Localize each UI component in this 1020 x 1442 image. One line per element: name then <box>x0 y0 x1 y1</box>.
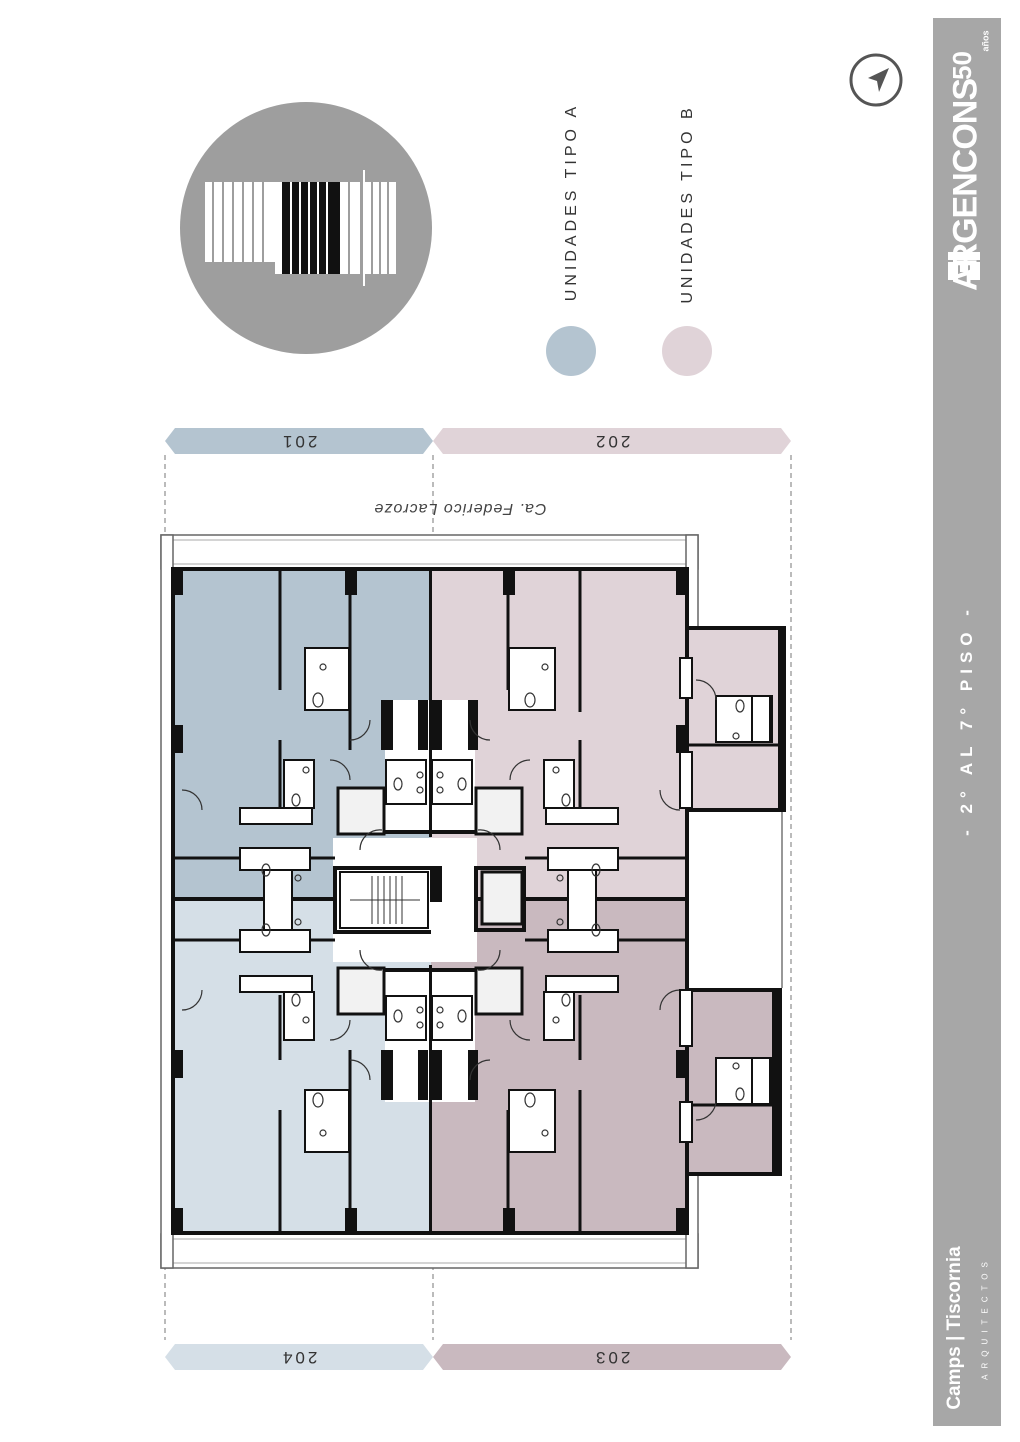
brand-building-icon <box>948 252 980 280</box>
legend-tipo-a-swatch <box>546 326 596 376</box>
key-plan <box>180 102 432 354</box>
unit-tag-202: 202 <box>433 428 791 454</box>
unit-tag-201: 201 <box>165 428 433 454</box>
legend-tipo-b-swatch <box>662 326 712 376</box>
north-arrow-icon <box>849 53 903 107</box>
unit-tag-204: 204 <box>165 1344 433 1370</box>
unit-tag-203: 203 <box>433 1344 791 1370</box>
